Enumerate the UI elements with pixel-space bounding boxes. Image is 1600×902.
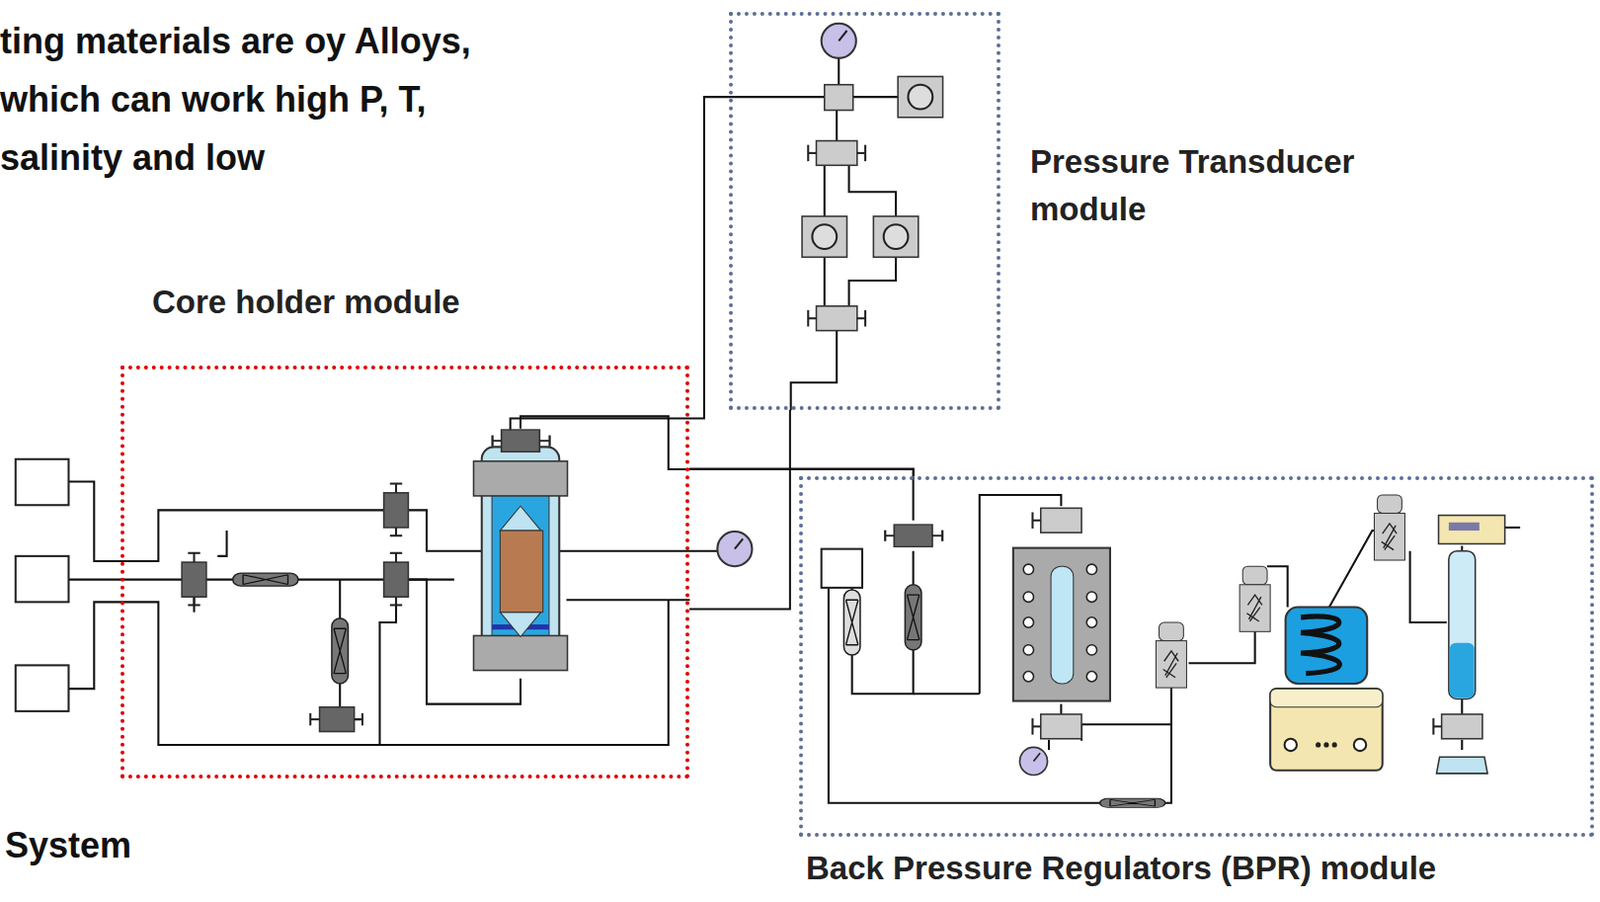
note-text: ting materials are oy Alloys, which can … <box>0 11 534 187</box>
dotted-frame <box>120 365 690 779</box>
module-heading: Back Pressure Regulators (BPR) module <box>805 844 1577 892</box>
note-text: System <box>4 815 302 875</box>
dotted-frame <box>728 11 1001 410</box>
module-heading: Pressure Transducer module <box>1030 138 1406 234</box>
module-heading: Core holder module <box>152 278 646 326</box>
bpr-module: Back Pressure Regulators (BPR) module <box>799 476 1595 901</box>
pressure-transducer-module: Pressure Transducer module <box>728 11 1411 410</box>
dotted-frame <box>799 476 1595 837</box>
core-holder-module: Core holder module <box>120 278 690 779</box>
pipe-connector <box>689 409 791 610</box>
pipe-connector <box>689 469 914 478</box>
